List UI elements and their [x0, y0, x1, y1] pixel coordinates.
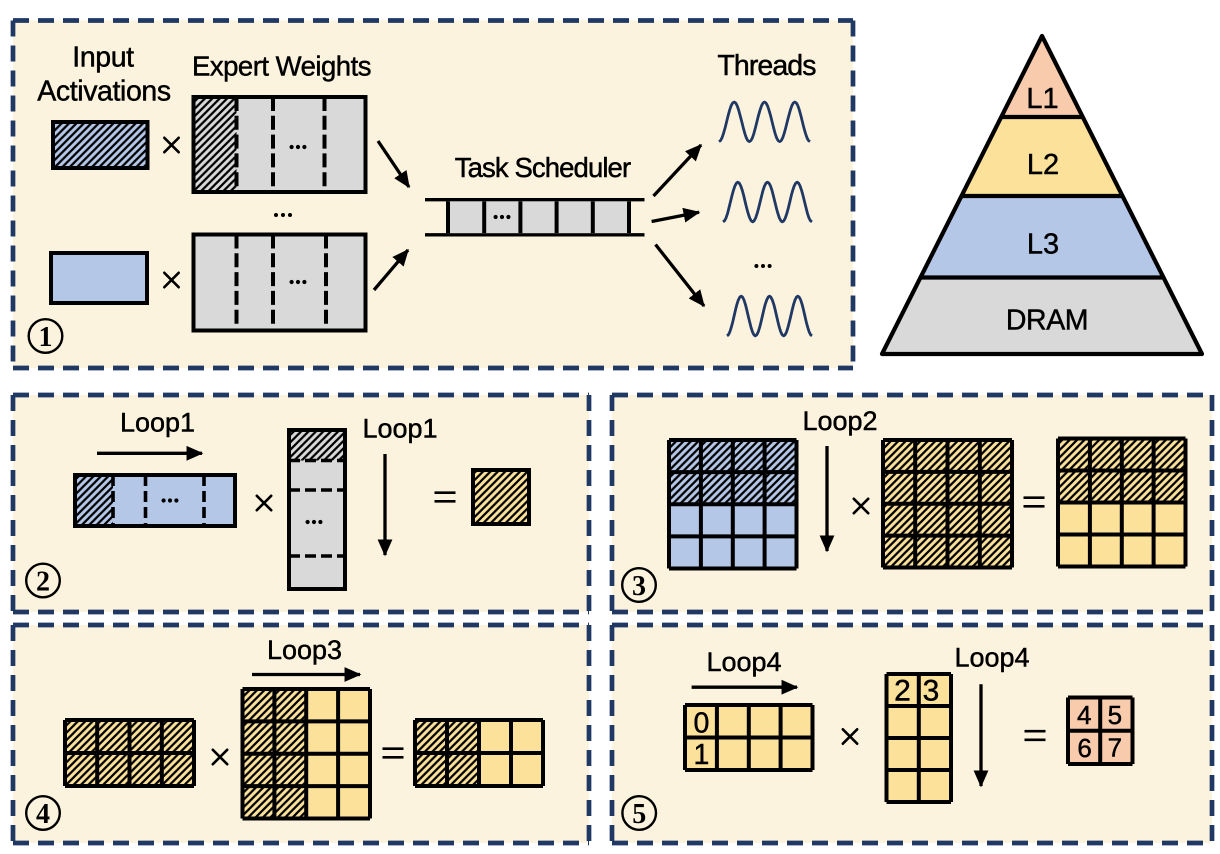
svg-text:6: 6 [1077, 733, 1091, 763]
svg-text:Loop1: Loop1 [362, 414, 437, 444]
svg-text:Loop2: Loop2 [802, 406, 877, 436]
svg-text:1: 1 [693, 739, 709, 771]
svg-text:DRAM: DRAM [1006, 304, 1088, 336]
svg-text:Loop4: Loop4 [954, 642, 1029, 672]
svg-text:Loop3: Loop3 [267, 635, 342, 665]
svg-text:2: 2 [36, 566, 50, 597]
svg-text:5: 5 [1108, 700, 1122, 730]
svg-text:L2: L2 [1027, 149, 1059, 181]
svg-text:0: 0 [693, 708, 709, 740]
svg-text:Threads: Threads [717, 50, 816, 82]
svg-text:Input: Input [72, 42, 134, 74]
svg-text:3: 3 [632, 571, 646, 602]
svg-text:Loop1: Loop1 [120, 408, 195, 438]
svg-text:5: 5 [632, 799, 646, 830]
svg-text:1: 1 [39, 322, 53, 353]
svg-text:4: 4 [1077, 700, 1091, 730]
svg-text:L1: L1 [1026, 83, 1058, 115]
svg-text:7: 7 [1108, 733, 1122, 763]
svg-text:Expert Weights: Expert Weights [192, 51, 371, 82]
svg-text:3: 3 [923, 675, 940, 708]
svg-text:Task Scheduler: Task Scheduler [455, 152, 631, 183]
svg-text:2: 2 [894, 675, 911, 708]
svg-text:4: 4 [36, 799, 50, 830]
svg-text:Loop4: Loop4 [706, 647, 781, 677]
svg-text:Activations: Activations [37, 76, 171, 108]
svg-text:L3: L3 [1027, 229, 1059, 261]
